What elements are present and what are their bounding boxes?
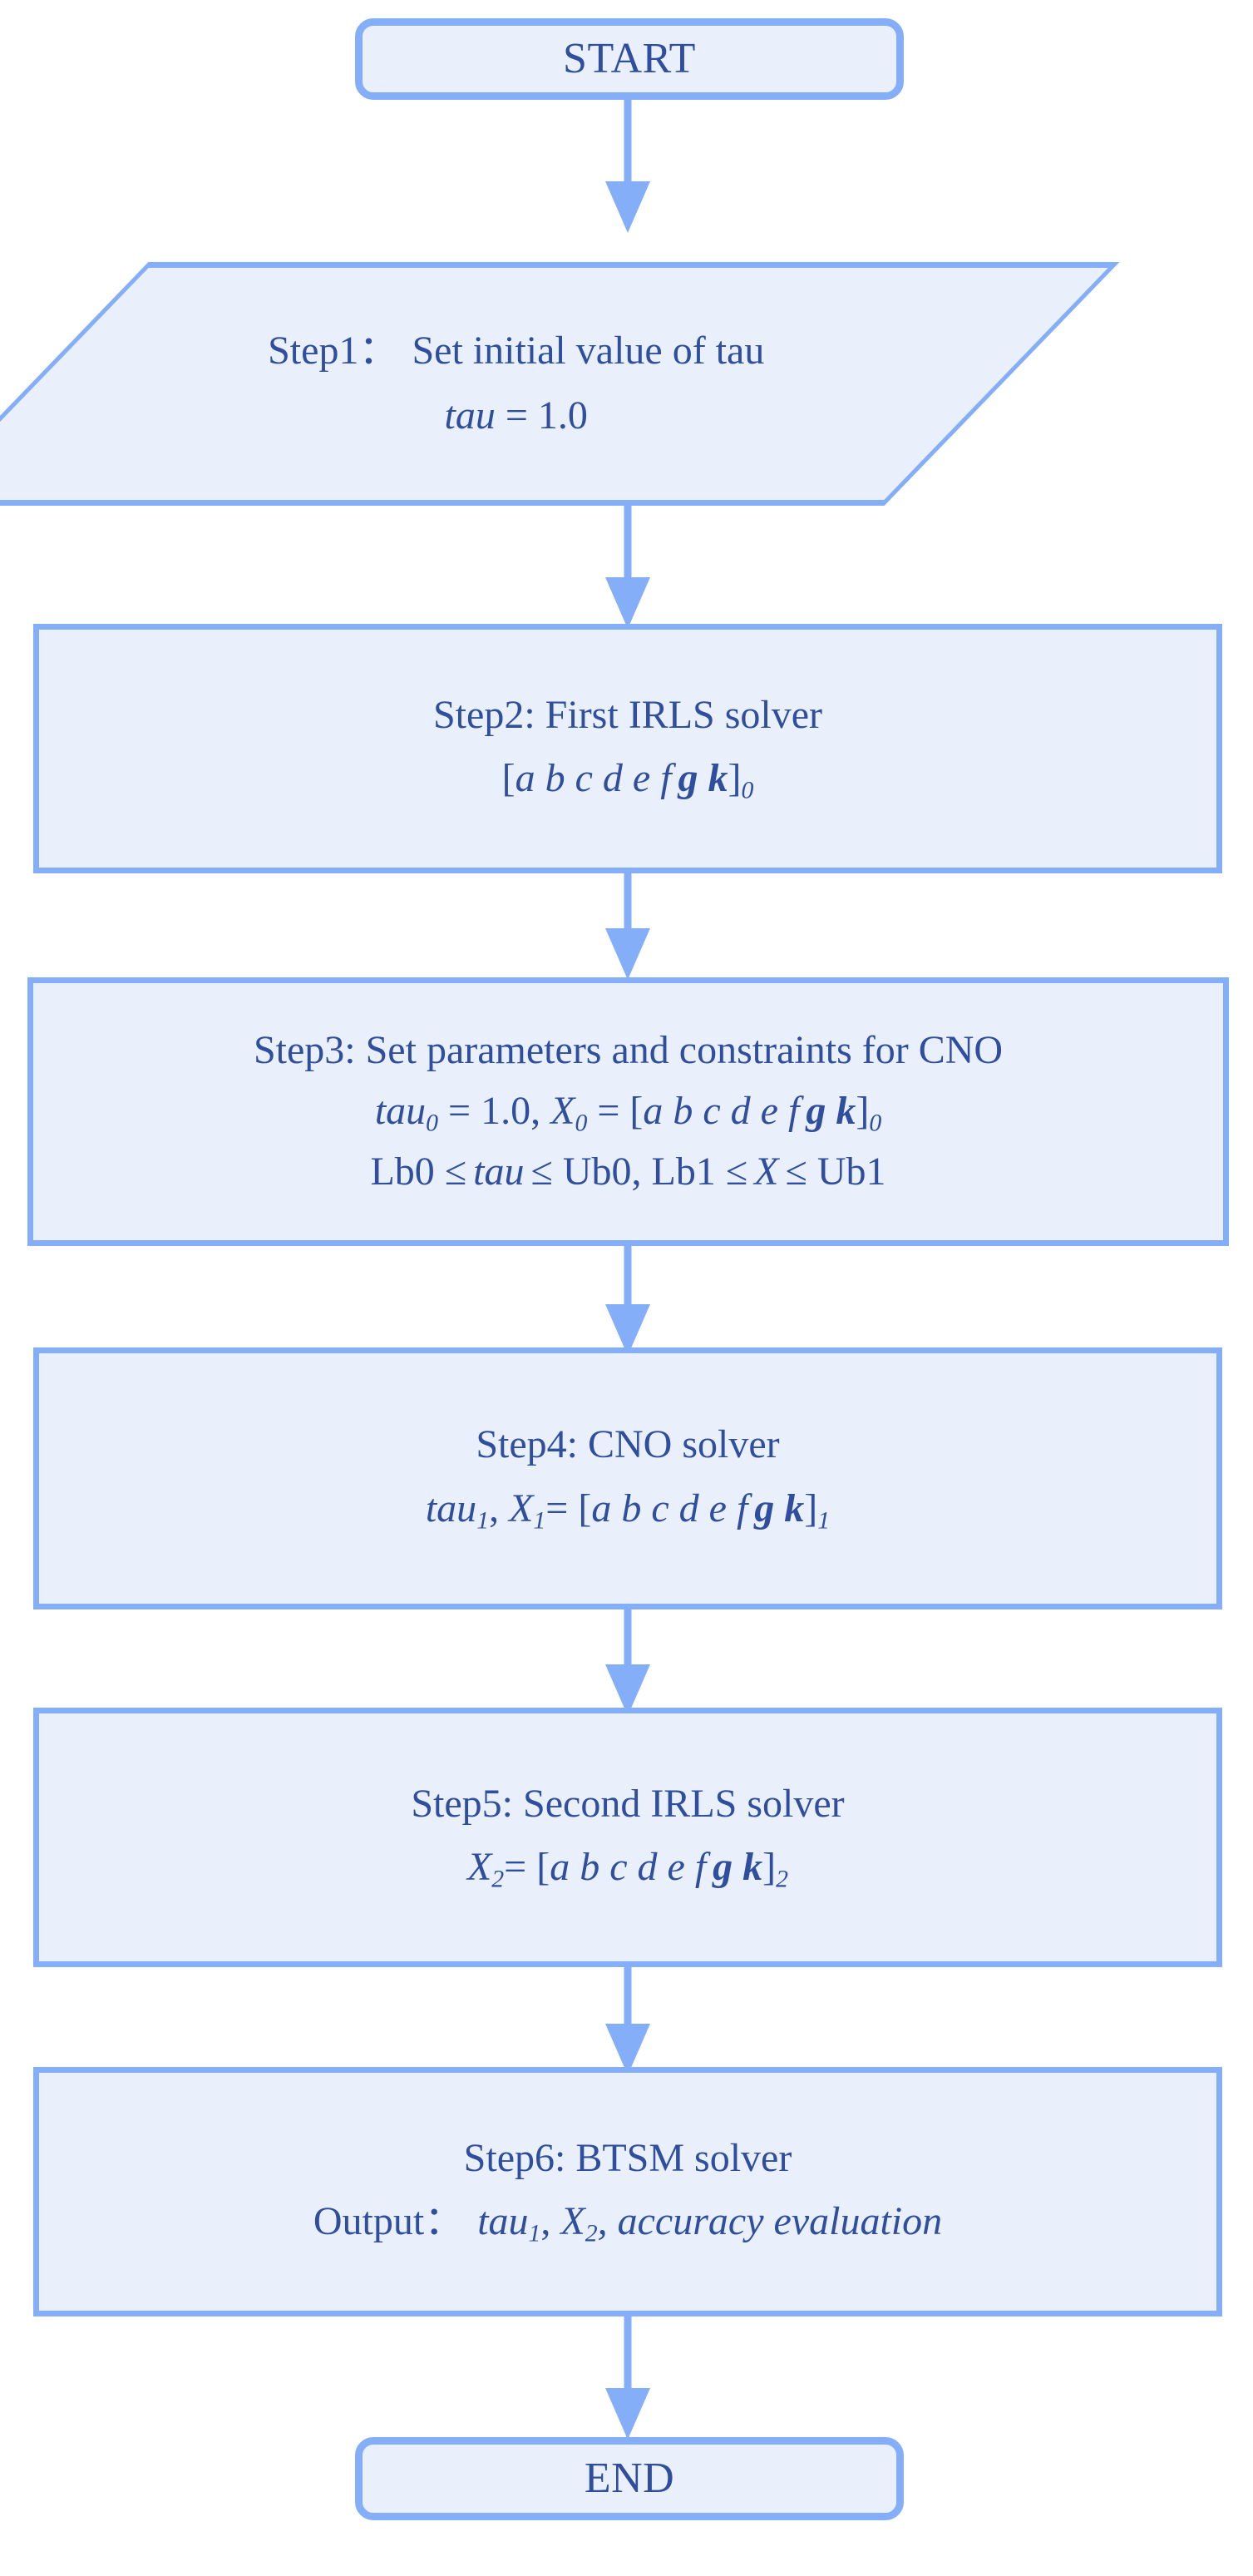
- X-subscript: 0: [575, 1109, 588, 1136]
- tau-var: tau: [473, 1150, 525, 1194]
- X-var: X: [509, 1486, 534, 1530]
- node-step1-tau-value: = 1.0: [496, 393, 589, 438]
- subscript: 2: [776, 1865, 789, 1893]
- tau-var: tau: [425, 1486, 477, 1530]
- bracket-close: ]: [804, 1486, 818, 1530]
- node-step5-line1: Step5: Second IRLS solver: [411, 1781, 845, 1826]
- bracket-close: ]: [762, 1845, 777, 1890]
- edge-step4-to-step5: [605, 1609, 650, 1716]
- edge-shaft: [624, 873, 632, 932]
- tau-var: tau: [374, 1088, 427, 1133]
- node-step3-line1: Step3: Set parameters and constraints fo…: [253, 1028, 1004, 1073]
- edge-start-to-step1: [605, 100, 650, 233]
- subscript: 0: [741, 776, 754, 804]
- bracket-close: ]: [856, 1088, 870, 1133]
- vars-bold: g k: [713, 1845, 763, 1890]
- output-label: Output：: [313, 2199, 465, 2244]
- node-step1-line1b: Set initial value of tau: [412, 329, 765, 373]
- comma: ,: [489, 1486, 510, 1530]
- vars-italic: a b c d e f: [515, 756, 672, 801]
- equals-bracket: = [: [504, 1845, 550, 1890]
- subscript: 0: [869, 1109, 882, 1136]
- X-var: X: [550, 1088, 575, 1133]
- arrow-head-icon: [605, 1664, 650, 1716]
- vars-bold: g k: [754, 1486, 805, 1530]
- tau-var: tau: [477, 2199, 529, 2244]
- vars-italic: a b c d e f: [591, 1486, 748, 1530]
- node-step2-line1: Step2: First IRLS solver: [432, 692, 823, 737]
- node-end[interactable]: END: [355, 2437, 904, 2520]
- X-subscript: 2: [491, 1865, 505, 1893]
- subscript: 1: [817, 1506, 831, 1535]
- edge-step1-to-step2: [605, 506, 650, 629]
- tau-subscript: 0: [426, 1109, 439, 1136]
- le-icon-4: ≤: [785, 1150, 807, 1194]
- bracket-open: [: [501, 756, 516, 801]
- vars-italic: a b c d e f: [643, 1088, 800, 1133]
- arrow-head-icon: [605, 1304, 650, 1356]
- node-step3[interactable]: Step3: Set parameters and constraints fo…: [27, 977, 1229, 1246]
- node-step6-line1: Step6: BTSM solver: [463, 2135, 792, 2180]
- tau-subscript: 1: [476, 1506, 490, 1535]
- lb0: Lb0: [370, 1150, 445, 1194]
- ub1: Ub1: [807, 1150, 886, 1194]
- X-subscript: 1: [533, 1506, 546, 1535]
- edge-shaft: [624, 2316, 632, 2390]
- le-icon-2: ≤: [530, 1150, 553, 1194]
- node-step6[interactable]: Step6: BTSM solver Output： tau1, X2, accu…: [33, 2067, 1222, 2316]
- edge-shaft: [624, 1967, 632, 2025]
- arrow-head-icon: [605, 928, 650, 980]
- edge-shaft: [624, 1609, 632, 1666]
- ub0-lb1: Ub0, Lb1: [552, 1150, 726, 1194]
- edge-step5-to-step6: [605, 1967, 650, 2075]
- node-step1-line1: Step1：: [268, 329, 399, 373]
- X-var: X: [754, 1150, 779, 1194]
- node-step4-line1: Step4: CNO solver: [476, 1422, 780, 1467]
- tau-subscript: 1: [528, 2219, 541, 2247]
- X-subscript: 2: [585, 2219, 598, 2247]
- comma: ,: [540, 2199, 561, 2244]
- vars-bold: g k: [806, 1088, 856, 1133]
- arrow-head-icon: [605, 181, 650, 233]
- node-step3-line3: Lb0 ≤tau≤ Ub0, Lb1 ≤X≤ Ub1: [370, 1148, 885, 1197]
- arrow-head-icon: [605, 577, 650, 629]
- node-step6-line2: Output： tau1, X2, accuracy evaluation: [313, 2198, 942, 2249]
- arrow-head-icon: [605, 2024, 650, 2075]
- le-icon-3: ≤: [725, 1150, 748, 1194]
- vars-bold: g k: [678, 756, 728, 801]
- node-step1-tau-var: tau: [444, 393, 496, 438]
- arrow-head-icon: [605, 2388, 650, 2440]
- X-var: X: [560, 2199, 585, 2244]
- vars-italic: a b c d e f: [550, 1845, 707, 1890]
- edge-step3-to-step4: [605, 1246, 650, 1356]
- node-step1[interactable]: Step1： Set initial value of tau tau = 1.0: [0, 262, 1120, 506]
- edge-shaft: [624, 506, 632, 581]
- edge-step6-to-end: [605, 2316, 650, 2440]
- node-step1-content: Step1： Set initial value of tau tau = 1.0: [268, 325, 764, 443]
- node-step4[interactable]: Step4: CNO solver tau1, X1= [a b c d e f…: [33, 1347, 1222, 1609]
- equals-bracket: = [: [545, 1486, 592, 1530]
- edge-shaft: [624, 1246, 632, 1306]
- edge-shaft: [624, 100, 632, 183]
- node-start[interactable]: START: [355, 18, 904, 100]
- node-step5[interactable]: Step5: Second IRLS solver X2= [a b c d e…: [33, 1708, 1222, 1967]
- edge-step2-to-step3: [605, 873, 650, 980]
- node-start-label: START: [563, 35, 696, 83]
- equals-1: = 1.0,: [438, 1088, 551, 1133]
- bracket-close: ]: [728, 756, 742, 801]
- accuracy-evaluation: , accuracy evaluation: [597, 2199, 943, 2244]
- le-icon-1: ≤: [444, 1150, 467, 1194]
- node-end-label: END: [584, 2455, 675, 2503]
- equals-2: = [: [587, 1088, 644, 1133]
- X-var: X: [466, 1845, 492, 1890]
